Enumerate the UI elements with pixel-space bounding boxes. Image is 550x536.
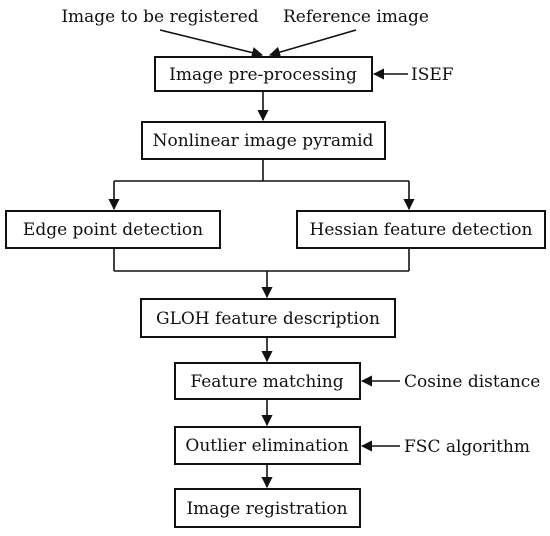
box-image-registration-label: Image registration (186, 499, 347, 519)
arrow-image-to-preprocessing (159, 29, 264, 59)
box-preprocessing: Image pre-processing (154, 56, 373, 92)
side-label-fsc-algorithm: FSC algorithm (404, 437, 530, 457)
box-edge-detection-label: Edge point detection (23, 220, 203, 240)
box-pyramid: Nonlinear image pyramid (141, 121, 386, 160)
box-outlier-elimination-label: Outlier elimination (185, 436, 348, 456)
box-edge-detection: Edge point detection (5, 210, 221, 249)
box-gloh-description-label: GLOH feature description (156, 309, 380, 329)
box-feature-matching: Feature matching (174, 362, 361, 400)
box-image-registration: Image registration (174, 488, 361, 528)
box-gloh-description: GLOH feature description (140, 298, 396, 338)
box-outlier-elimination: Outlier elimination (174, 426, 361, 465)
input-label-image-to-register: Image to be registered (61, 7, 258, 27)
side-label-isef: ISEF (411, 65, 454, 85)
arrow-reference-to-preprocessing (268, 29, 357, 58)
side-label-cosine-distance: Cosine distance (404, 372, 540, 392)
box-preprocessing-label: Image pre-processing (169, 65, 357, 85)
box-hessian-detection-label: Hessian feature detection (310, 220, 533, 240)
box-feature-matching-label: Feature matching (190, 372, 343, 392)
box-hessian-detection: Hessian feature detection (296, 210, 546, 249)
input-label-reference-image: Reference image (283, 7, 429, 27)
box-pyramid-label: Nonlinear image pyramid (153, 131, 374, 151)
